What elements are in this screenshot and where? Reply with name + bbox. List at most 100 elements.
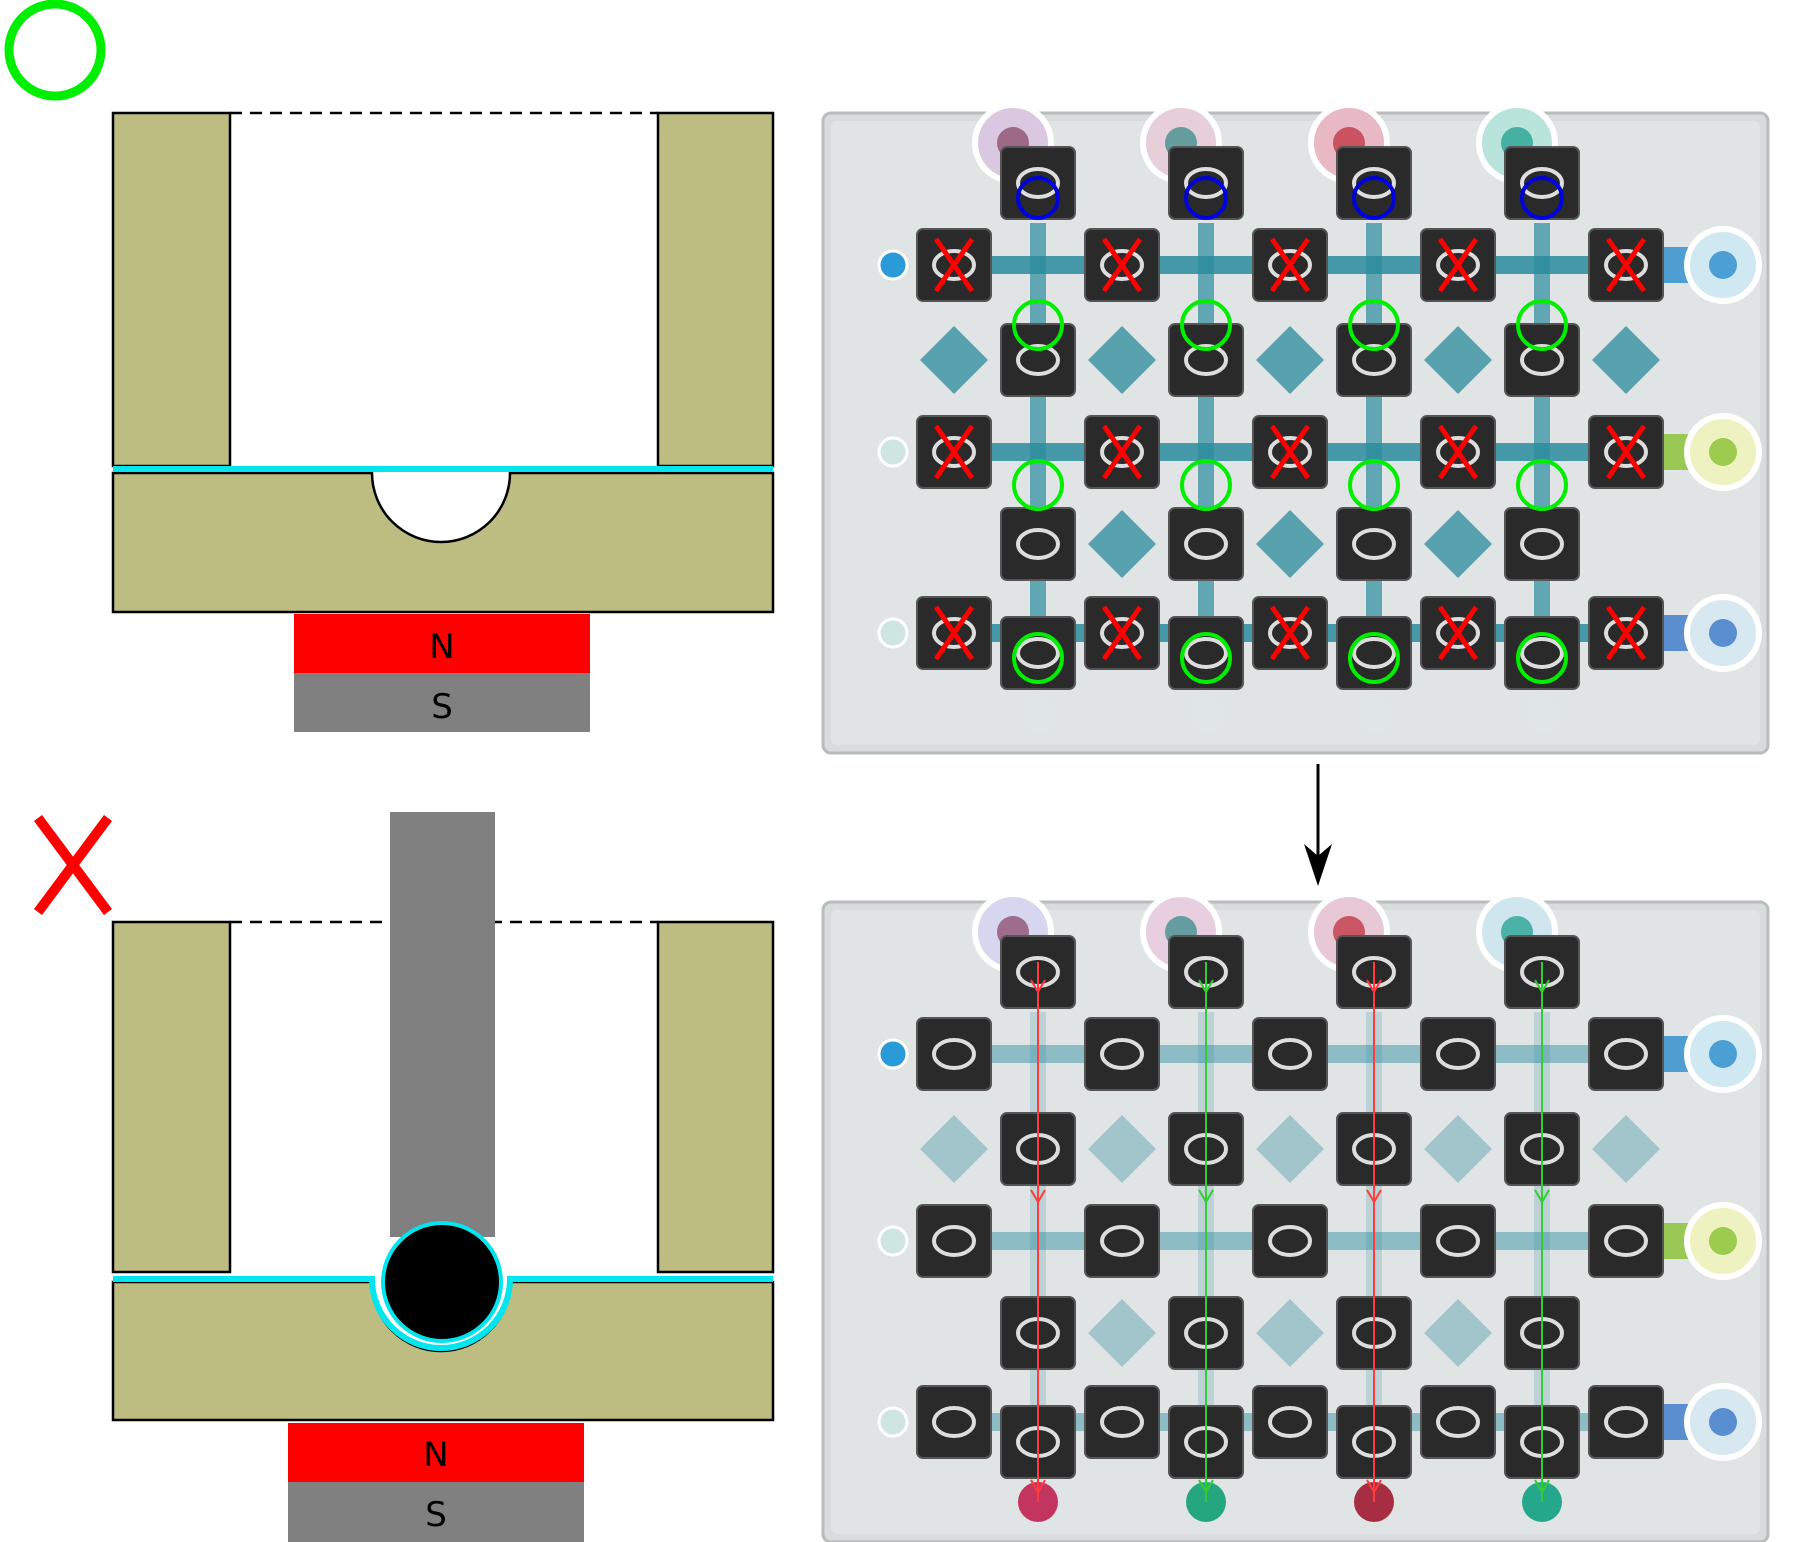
valve-cube bbox=[1000, 146, 1076, 220]
valve-ring bbox=[1604, 436, 1648, 468]
valve-ring bbox=[1604, 1038, 1648, 1070]
closed-valve-marker bbox=[1269, 605, 1311, 661]
mixer-chamber bbox=[1088, 1115, 1156, 1183]
magnet-south bbox=[288, 1482, 584, 1542]
flow-arrow-icon bbox=[1534, 1189, 1550, 1204]
magnet-south-label: S bbox=[425, 1495, 447, 1535]
left-wall bbox=[111, 920, 232, 1274]
valve-ring bbox=[1520, 167, 1564, 199]
valve-ring bbox=[1016, 637, 1060, 669]
closed-symbol-icon bbox=[33, 815, 113, 915]
outlet-port bbox=[1186, 693, 1226, 733]
valve-cube bbox=[1084, 1204, 1160, 1278]
flow-arrow-icon bbox=[1366, 1479, 1382, 1494]
closed-valve-marker bbox=[933, 424, 975, 480]
valve-ring bbox=[1604, 617, 1648, 649]
mixer-chamber bbox=[1424, 326, 1492, 394]
tube-bore bbox=[1709, 1227, 1737, 1255]
left-port bbox=[877, 617, 909, 649]
valve-ring bbox=[1100, 1225, 1144, 1257]
valve-ring bbox=[1352, 528, 1396, 560]
valve-ring bbox=[1352, 344, 1396, 376]
valve-ring bbox=[1268, 436, 1312, 468]
valve-cube bbox=[1000, 323, 1076, 397]
valve-cube bbox=[1420, 1385, 1496, 1459]
inlet-valve-marker bbox=[1520, 176, 1564, 220]
left-port bbox=[877, 1038, 909, 1070]
tube-bore bbox=[1709, 438, 1737, 466]
closed-valve-marker bbox=[1605, 237, 1647, 293]
valve-cube bbox=[1504, 616, 1580, 690]
tube-bore bbox=[1709, 1408, 1737, 1436]
valve-cube bbox=[1504, 323, 1580, 397]
open-valve-marker bbox=[1348, 459, 1400, 511]
valve-cube bbox=[916, 1204, 992, 1278]
mixer-chamber bbox=[1088, 326, 1156, 394]
valve-cube bbox=[1168, 507, 1244, 581]
flow-arrow-icon bbox=[1366, 979, 1382, 994]
magnet-south bbox=[294, 673, 590, 732]
left-port bbox=[877, 436, 909, 468]
valve-ring bbox=[1268, 249, 1312, 281]
open-valve-marker bbox=[1012, 299, 1064, 351]
chip-photo-after bbox=[821, 891, 1770, 1542]
mixer-chamber bbox=[1256, 1299, 1324, 1367]
valve-cube bbox=[1588, 1017, 1664, 1091]
valve-cube bbox=[1252, 1385, 1328, 1459]
right-wall bbox=[656, 920, 775, 1274]
tube-bore bbox=[1709, 619, 1737, 647]
mixer-chamber bbox=[1592, 326, 1660, 394]
valve-ring bbox=[932, 436, 976, 468]
valve-ring bbox=[1184, 344, 1228, 376]
water-film bbox=[113, 1276, 773, 1351]
open-valve-marker bbox=[1180, 299, 1232, 351]
valve-cube bbox=[1168, 616, 1244, 690]
open-valve-marker bbox=[1516, 299, 1568, 351]
left-port bbox=[877, 1406, 909, 1438]
open-valve-marker bbox=[1180, 632, 1232, 684]
tube-bore bbox=[1709, 251, 1737, 279]
valve-ring bbox=[1604, 249, 1648, 281]
valve-ring bbox=[1268, 617, 1312, 649]
mixer-chamber bbox=[1424, 510, 1492, 578]
valve-cube bbox=[1504, 507, 1580, 581]
outlet-port bbox=[1018, 693, 1058, 733]
valve-cube bbox=[1000, 507, 1076, 581]
valve-ring bbox=[1352, 637, 1396, 669]
valve-ring bbox=[1184, 528, 1228, 560]
valve-ring bbox=[932, 1406, 976, 1438]
flow-arrow-icon bbox=[1534, 1479, 1550, 1494]
valve-cube bbox=[916, 1385, 992, 1459]
open-valve-marker bbox=[1012, 459, 1064, 511]
closed-valve-marker bbox=[1605, 424, 1647, 480]
valve-ring bbox=[932, 1225, 976, 1257]
ball-valve bbox=[381, 1221, 503, 1343]
valve-cube bbox=[1336, 616, 1412, 690]
open-valve-marker bbox=[1516, 459, 1568, 511]
valve-cube bbox=[1168, 146, 1244, 220]
valve-ring bbox=[1016, 167, 1060, 199]
valve-ring bbox=[1268, 1225, 1312, 1257]
valve-ring bbox=[932, 1038, 976, 1070]
left-port bbox=[877, 249, 909, 281]
valve-ring bbox=[1100, 436, 1144, 468]
valve-ring bbox=[1520, 528, 1564, 560]
valve-cube bbox=[1336, 323, 1412, 397]
inlet-valve-marker bbox=[1184, 176, 1228, 220]
closed-valve-marker bbox=[1437, 237, 1479, 293]
closed-valve-marker bbox=[1269, 424, 1311, 480]
right-wall bbox=[656, 111, 775, 468]
valve-ring bbox=[1604, 1225, 1648, 1257]
valve-cube bbox=[1504, 146, 1580, 220]
valve-cube bbox=[1168, 323, 1244, 397]
valve-ring bbox=[1268, 1038, 1312, 1070]
inlet-valve-marker bbox=[1352, 176, 1396, 220]
flow-arrow-icon bbox=[1030, 979, 1046, 994]
valve-ring bbox=[1436, 436, 1480, 468]
valve-ring bbox=[1436, 1038, 1480, 1070]
valve-cube bbox=[1336, 507, 1412, 581]
valve-ring bbox=[1100, 1038, 1144, 1070]
push-rod bbox=[390, 812, 495, 1237]
mixer-chamber bbox=[1592, 1115, 1660, 1183]
